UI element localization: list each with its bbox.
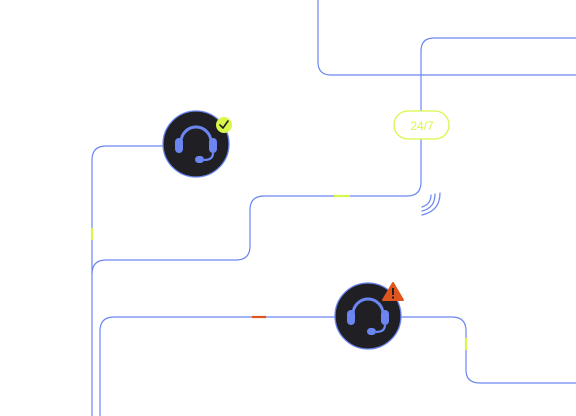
availability-badge-outline <box>393 110 450 140</box>
agent-node-bottom[interactable] <box>334 282 404 350</box>
connector-badge-route <box>91 37 576 416</box>
availability-badge: 24/7 <box>393 110 450 140</box>
headset-icon <box>175 125 217 163</box>
connector-top-right <box>317 0 576 76</box>
connector-bottom-left <box>99 316 335 416</box>
connector-lines <box>91 0 576 416</box>
headset-icon <box>347 297 389 335</box>
agent-node-top-circle <box>162 110 230 178</box>
availability-badge-label: 24/7 <box>410 119 434 133</box>
agent-node-top[interactable] <box>162 110 232 178</box>
check-icon <box>216 117 232 133</box>
connector-bottom-right <box>401 316 576 384</box>
warning-icon <box>382 282 404 301</box>
signal-waves-icon <box>421 192 441 216</box>
connector-top-agent <box>91 145 163 274</box>
line-accents <box>90 194 468 350</box>
